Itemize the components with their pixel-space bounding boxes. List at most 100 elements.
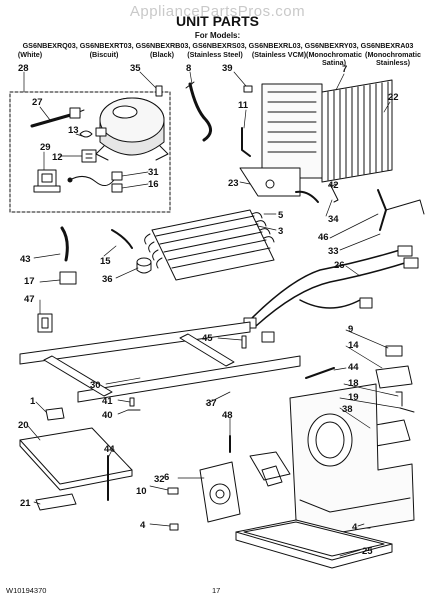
compressor — [95, 97, 169, 161]
condenser-coil — [144, 209, 275, 281]
screw-35 — [155, 85, 163, 97]
callout-16: 16 — [148, 179, 159, 190]
screw-4a — [169, 523, 179, 531]
callout-8: 8 — [186, 63, 191, 74]
drain-tube-11 — [241, 127, 251, 157]
screw-10 — [167, 487, 179, 495]
callout-33: 33 — [328, 246, 339, 257]
condenser — [321, 79, 393, 183]
bracket-23-hole — [265, 179, 275, 189]
callout-44b: 44 — [104, 444, 115, 455]
part-15 — [111, 229, 133, 249]
callout-39: 39 — [222, 63, 233, 74]
tube-43 — [60, 226, 69, 262]
callout-19: 19 — [348, 392, 359, 403]
variant-monochromatic-satina: (Monochromatic Satina) — [306, 50, 362, 68]
diagram-title: UNIT PARTS — [176, 13, 259, 29]
callout-20: 20 — [18, 420, 29, 431]
callout-27: 27 — [32, 97, 43, 108]
drain-pan-25 — [235, 519, 393, 569]
watermark: AppliancePartsPros.com — [129, 3, 306, 20]
callout-6: 6 — [164, 472, 169, 483]
variant-biscuit: (Biscuit) — [89, 50, 119, 59]
callout-18: 18 — [348, 378, 359, 389]
clip-13 — [79, 130, 93, 138]
callout-17: 17 — [24, 276, 35, 287]
callout-41: 41 — [102, 396, 113, 407]
part-42 — [295, 190, 319, 203]
callout-40: 40 — [102, 410, 113, 421]
callout-46: 46 — [318, 232, 329, 243]
for-models-label: For Models: — [194, 31, 241, 40]
part-1 — [45, 407, 65, 421]
callout-36: 36 — [102, 274, 113, 285]
callout-9: 9 — [348, 324, 353, 335]
tube-46 — [377, 189, 387, 231]
callout-31: 31 — [148, 167, 159, 178]
callout-5: 5 — [278, 210, 284, 221]
callout-42: 42 — [328, 180, 339, 191]
callout-numbers: 28 35 8 39 7 22 11 27 13 29 12 31 16 23 … — [18, 63, 399, 557]
callout-47: 47 — [24, 294, 35, 305]
screw-41 — [129, 397, 135, 407]
callout-32: 32 — [154, 474, 165, 485]
grommet-36 — [136, 257, 152, 274]
variant-monochromatic-stainless: (Monochromatic Stainless) — [365, 50, 421, 68]
callout-12: 12 — [52, 152, 63, 163]
clip-17 — [59, 271, 77, 285]
callout-13: 13 — [68, 125, 79, 136]
page-number: 17 — [212, 585, 221, 595]
callout-1: 1 — [30, 396, 36, 407]
callout-45: 45 — [202, 333, 213, 344]
part-9 — [385, 345, 403, 357]
document-number: W10194370 — [6, 585, 47, 595]
part-34 — [329, 183, 339, 203]
callout-11: 11 — [238, 100, 249, 111]
callout-4b: 4 — [352, 522, 358, 533]
compressor-kit-outline — [9, 91, 171, 213]
variant-stainless-steel: (Stainless Steel) — [187, 50, 243, 59]
model-variants: (White) (Biscuit) (Black) (Stainless Ste… — [0, 50, 435, 71]
screw-44a — [305, 367, 335, 379]
model-numbers: GS6NBEXRQ03, GS6NBEXRT03, GS6NBEXRB03, G… — [22, 41, 414, 50]
bracket-47 — [37, 313, 53, 333]
bracket-23 — [239, 167, 301, 197]
callout-38: 38 — [342, 404, 353, 415]
callout-26: 26 — [334, 260, 345, 271]
callout-15: 15 — [100, 256, 111, 267]
callout-44a: 44 — [348, 362, 359, 373]
callout-4a: 4 — [140, 520, 146, 531]
start-relay — [33, 169, 61, 193]
callout-21: 21 — [20, 498, 31, 509]
callout-14: 14 — [348, 340, 359, 351]
overload-relay-wand — [30, 107, 85, 128]
callout-35: 35 — [130, 63, 141, 74]
callout-28: 28 — [18, 63, 29, 74]
foot-21 — [35, 493, 77, 511]
callout-23: 23 — [228, 178, 239, 189]
leader-lines — [23, 71, 401, 557]
part-18 — [395, 391, 403, 407]
callout-48: 48 — [222, 410, 233, 421]
screw-45 — [241, 335, 247, 349]
variant-white: (White) — [17, 50, 43, 59]
condenser-shroud — [261, 83, 323, 179]
base-plate-20 — [19, 427, 133, 491]
variant-stainless-vcm: (Stainless VCM) — [251, 50, 307, 59]
callout-29: 29 — [40, 142, 51, 153]
base-frame — [19, 321, 301, 403]
screw-39 — [243, 85, 253, 93]
tube-8-end — [185, 81, 195, 89]
part-19 — [399, 407, 415, 413]
callout-10: 10 — [136, 486, 147, 497]
fan-motor-assembly — [199, 451, 291, 523]
callout-37: 37 — [206, 398, 217, 409]
compressor-harness — [67, 171, 123, 193]
tube-46b — [385, 199, 425, 215]
callout-22: 22 — [388, 92, 399, 103]
callout-30: 30 — [90, 380, 101, 391]
tube-8 — [188, 82, 212, 142]
callout-3: 3 — [278, 226, 283, 237]
